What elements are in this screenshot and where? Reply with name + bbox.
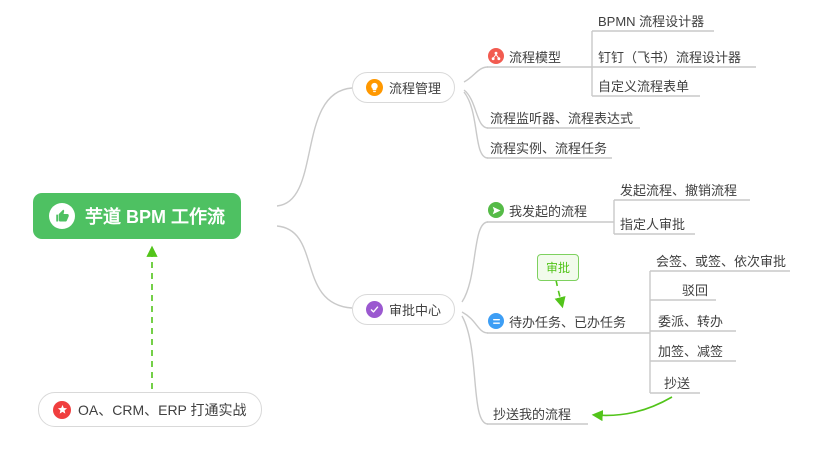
node-label: 会签、或签、依次审批 <box>656 253 787 269</box>
node-custom-form[interactable]: 自定义流程表单 <box>598 75 689 95</box>
root-node[interactable]: 芋道 BPM 工作流 <box>33 193 242 239</box>
approval-relationship-badge[interactable]: 审批 <box>537 254 580 281</box>
node-label: 驳回 <box>682 282 709 298</box>
node-label: 钉钉（飞书）流程设计器 <box>598 49 742 65</box>
node-label: 自定义流程表单 <box>598 78 690 94</box>
branch-connectors <box>276 66 489 425</box>
arrow-cc-to-cc-my-flow[interactable] <box>591 396 673 422</box>
node-delegate-transfer[interactable]: 委派、转办 <box>658 310 723 330</box>
star-icon <box>53 400 71 419</box>
approval-check-icon <box>366 301 383 318</box>
model-graph-icon <box>488 48 504 64</box>
node-label: 加签、减签 <box>658 343 724 359</box>
topic-underlines <box>487 30 790 425</box>
node-label: 待办任务、已办任务 <box>509 314 627 330</box>
node-addsign-subsign[interactable]: 加签、减签 <box>658 340 723 360</box>
arrow-badge-to-todo[interactable] <box>554 279 566 309</box>
node-label: 发起流程、撤销流程 <box>620 182 738 198</box>
node-assignee-approve[interactable]: 指定人审批 <box>620 213 685 233</box>
node-label: 抄送 <box>664 375 691 391</box>
root-label: 芋道 BPM 工作流 <box>85 207 226 227</box>
node-label: BPMN 流程设计器 <box>598 13 705 29</box>
node-label: 委派、转办 <box>658 313 724 329</box>
node-label: 指定人审批 <box>620 216 686 232</box>
node-process-mgmt[interactable]: 流程管理 <box>352 72 456 103</box>
node-label: OA、CRM、ERP 打通实战 <box>78 401 247 418</box>
node-label: 流程实例、流程任务 <box>490 140 608 156</box>
node-label: 抄送我的流程 <box>493 406 572 422</box>
node-cc-my-flow[interactable]: 抄送我的流程 <box>493 403 571 423</box>
node-todo-done[interactable]: 待办任务、已办任务 <box>488 311 626 331</box>
lightbulb-icon <box>366 79 383 96</box>
node-listener-expression[interactable]: 流程监听器、流程表达式 <box>490 107 633 127</box>
node-my-initiated[interactable]: 我发起的流程 <box>488 200 587 220</box>
node-instance-task[interactable]: 流程实例、流程任务 <box>490 137 607 157</box>
node-label: 流程管理 <box>389 81 442 96</box>
node-oa-practice[interactable]: OA、CRM、ERP 打通实战 <box>38 392 262 427</box>
thumbs-up-icon <box>49 203 75 229</box>
node-label: 审批中心 <box>389 303 442 318</box>
node-approval-center[interactable]: 审批中心 <box>352 294 456 325</box>
node-label: 我发起的流程 <box>509 203 588 219</box>
node-cc[interactable]: 抄送 <box>664 372 690 392</box>
node-process-model[interactable]: 流程模型 <box>488 46 561 66</box>
node-dingtalk-designer[interactable]: 钉钉（飞书）流程设计器 <box>598 46 741 66</box>
task-list-icon <box>488 313 504 329</box>
badge-label: 审批 <box>546 261 571 275</box>
node-reject[interactable]: 驳回 <box>682 279 708 299</box>
node-label: 流程监听器、流程表达式 <box>490 110 634 126</box>
send-icon <box>488 202 504 218</box>
node-countersign[interactable]: 会签、或签、依次审批 <box>656 250 786 270</box>
node-bpmn-designer[interactable]: BPMN 流程设计器 <box>598 10 704 30</box>
node-label: 流程模型 <box>509 49 562 65</box>
node-initiate-cancel[interactable]: 发起流程、撤销流程 <box>620 179 737 199</box>
relationship-arrows <box>146 245 673 422</box>
